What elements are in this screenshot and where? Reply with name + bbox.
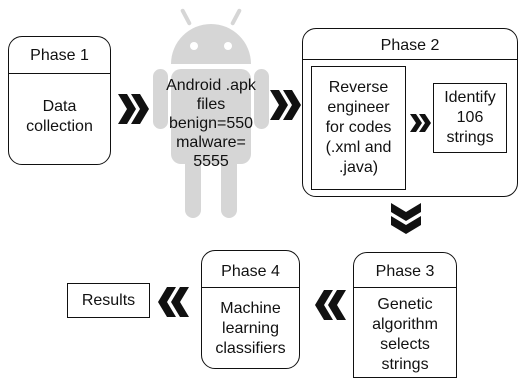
- identify-line: 106: [456, 109, 484, 126]
- phase-3-box: Phase 3 Genetic algorithm selects string…: [353, 252, 457, 378]
- reverse-line: Reverse: [328, 79, 389, 96]
- phase-4-line: classifiers: [215, 340, 286, 357]
- apk-line: benign=550: [168, 115, 254, 132]
- results-label: Results: [81, 291, 136, 309]
- phase-1-line: Data: [42, 98, 77, 115]
- phase-4-title: Phase 4: [221, 263, 280, 280]
- phase-2-divider: [303, 59, 517, 60]
- phase-4-line: learning: [222, 320, 279, 337]
- identify-strings-box: Identify 106 strings: [433, 83, 507, 153]
- results-box: Results: [67, 283, 150, 318]
- phase-1-line: collection: [26, 118, 93, 135]
- double-chevron-right-icon: [410, 114, 432, 132]
- double-chevron-right-icon: [118, 94, 150, 124]
- reverse-line: (.xml and: [325, 139, 392, 156]
- phase-1-body: Data collection: [11, 97, 108, 137]
- identify-line: strings: [446, 129, 494, 146]
- phase-3-line: Genetic: [377, 296, 433, 313]
- phase-4-line: Machine: [220, 300, 281, 317]
- apk-line: malware=: [176, 134, 246, 151]
- phase-1-divider: [9, 73, 110, 74]
- phase-1-box: Phase 1 Data collection: [8, 36, 111, 165]
- phase-2-title: Phase 2: [380, 37, 440, 54]
- reverse-engineer-box: Reverse engineer for codes (.xml and .ja…: [311, 66, 406, 190]
- phase-3-title: Phase 3: [375, 263, 435, 280]
- phase-3-line: selects: [380, 336, 430, 353]
- apk-line: Android .apk: [166, 77, 256, 94]
- phase-3-body: Genetic algorithm selects strings: [356, 295, 454, 375]
- phase-4-box: Phase 4 Machine learning classifiers: [201, 250, 300, 369]
- phase-3-line: strings: [381, 356, 429, 373]
- double-chevron-left-icon: [315, 290, 347, 320]
- android-apk-label: Android .apk files benign=550 malware= 5…: [152, 76, 270, 171]
- android-robot-icon: [152, 6, 270, 221]
- phase-1-title: Phase 1: [30, 47, 89, 64]
- apk-line: files: [196, 96, 226, 113]
- phase-4-body: Machine learning classifiers: [204, 299, 297, 359]
- phase-3-line: algorithm: [372, 316, 438, 333]
- reverse-line: engineer: [327, 99, 390, 116]
- reverse-line: for codes: [325, 119, 392, 136]
- double-chevron-down-icon: [391, 203, 421, 235]
- apk-line: 5555: [193, 153, 229, 170]
- reverse-line: .java): [338, 159, 379, 176]
- phase-4-divider: [202, 287, 299, 288]
- double-chevron-right-icon: [270, 90, 302, 120]
- double-chevron-left-icon: [158, 287, 190, 317]
- phase-3-divider: [354, 287, 456, 288]
- identify-line: Identify: [444, 89, 496, 106]
